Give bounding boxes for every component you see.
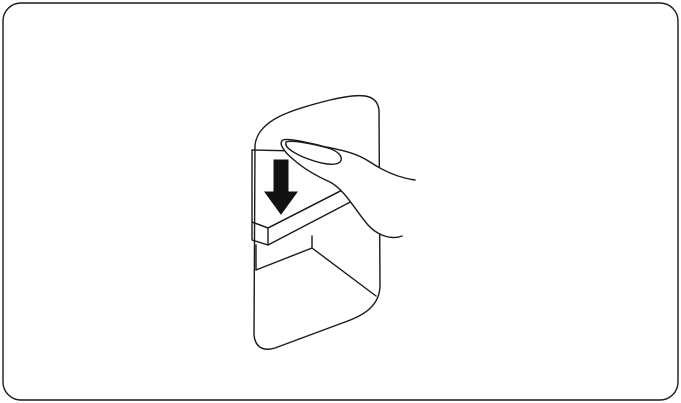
down-arrow-icon — [264, 159, 298, 215]
housing-outline — [253, 94, 381, 350]
recess-diagonal — [311, 247, 377, 297]
recess-edge — [255, 235, 313, 271]
finger — [280, 138, 416, 239]
finger-outline — [280, 138, 416, 239]
device-panel — [251, 94, 381, 350]
fingernail — [285, 140, 342, 165]
